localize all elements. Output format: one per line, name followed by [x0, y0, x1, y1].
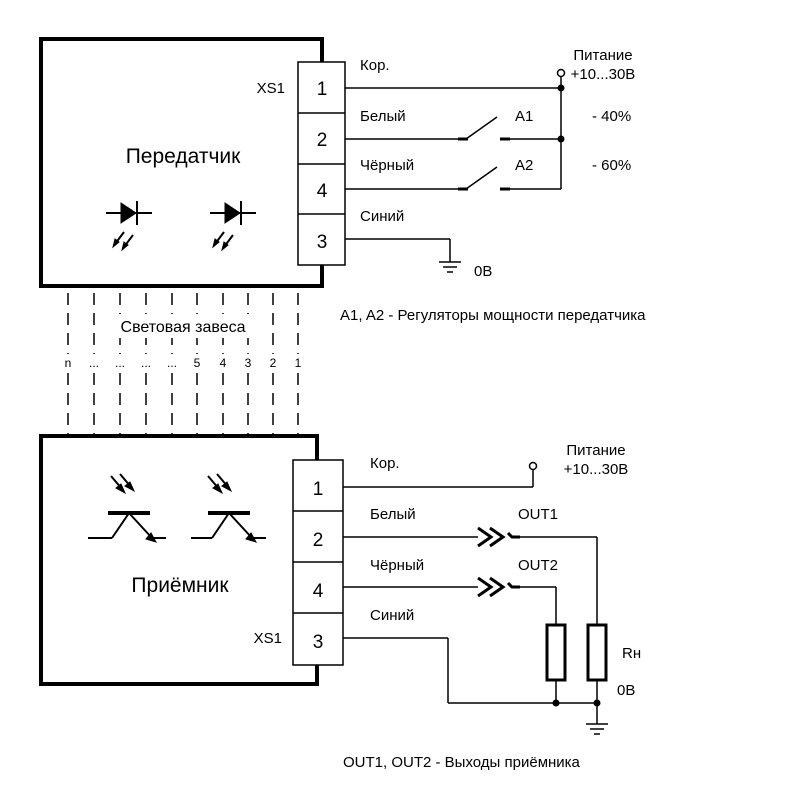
beam-label: 2 — [270, 356, 277, 370]
beam-label: ... — [89, 356, 99, 370]
transmitter-title: Передатчик — [126, 145, 241, 168]
receiver-note: OUT1, OUT2 - Выходы приёмника — [343, 754, 581, 771]
receiver-wiring — [343, 470, 608, 735]
led-icon — [106, 201, 152, 252]
receiver-wire-label-3: Синий — [370, 607, 414, 624]
receiver-wire-label-2: Белый — [370, 506, 416, 523]
transmitter-power-voltage: +10...30В — [571, 66, 636, 83]
light-curtain: Световая завеса n ... ... ... ... 5 4 3 … — [60, 293, 306, 434]
load-resistor-label: Rн — [622, 645, 641, 662]
load-resistor-icon — [545, 623, 567, 682]
switch-label-a2: A2 — [515, 157, 533, 174]
switch-label-a1: A1 — [515, 108, 533, 125]
beam-label: 1 — [295, 356, 302, 370]
junction-dot — [557, 135, 565, 143]
phototransistor-icon — [88, 473, 166, 543]
receiver-wire-label-1: Кор. — [370, 455, 400, 472]
receiver-pin-1: 1 — [313, 479, 324, 500]
beam-label: ... — [115, 356, 125, 370]
transmitter-pin-3: 3 — [317, 232, 328, 253]
receiver-pin-4: 4 — [313, 581, 324, 602]
output-label-out2: OUT2 — [518, 557, 558, 574]
junction-dot — [552, 699, 560, 707]
receiver-wire-label-4: Чёрный — [370, 557, 424, 574]
receiver-pin-3: 3 — [313, 632, 324, 653]
power-terminal-icon — [556, 68, 566, 78]
load-resistor-icon — [586, 623, 608, 682]
junction-dot — [557, 84, 565, 92]
transmitter-pin-4: 4 — [317, 181, 328, 202]
curtain-label-background — [96, 314, 270, 338]
receiver-power-voltage: +10...30В — [564, 461, 629, 478]
receiver-ground-label: 0В — [617, 682, 635, 699]
power-level-40: - 40% — [592, 108, 631, 125]
beam-label: n — [65, 356, 72, 370]
receiver-connector-label: XS1 — [254, 630, 282, 647]
curtain-label: Световая завеса — [121, 319, 246, 336]
transmitter-wire-label-3: Синий — [360, 208, 404, 225]
transmitter-connector-label: XS1 — [257, 80, 285, 97]
phototransistor-icon — [191, 473, 266, 543]
receiver-pin-2: 2 — [313, 530, 324, 551]
receiver-block: Приёмник XS1 — [39, 434, 641, 771]
transmitter-wire-label-1: Кор. — [360, 57, 390, 74]
transmitter-connector: 1 2 4 3 — [297, 61, 346, 266]
beam-label: ... — [141, 356, 151, 370]
output-label-out1: OUT1 — [518, 506, 558, 523]
junction-dot — [593, 699, 601, 707]
transmitter-power-label: Питание — [573, 47, 632, 64]
output-plug-icon — [477, 526, 520, 548]
transmitter-pin-1: 1 — [317, 79, 328, 100]
transmitter-ground-label: 0В — [474, 263, 492, 280]
output-plug-icon — [477, 576, 520, 598]
receiver-power-label: Питание — [566, 442, 625, 459]
led-icon — [210, 201, 256, 252]
beam-label: 3 — [245, 356, 252, 370]
receiver-title: Приёмник — [131, 574, 229, 597]
receiver-connector: 1 2 4 3 — [292, 459, 344, 666]
transmitter-wire-label-4: Чёрный — [360, 157, 414, 174]
transmitter-wiring — [345, 77, 562, 273]
beam-label: ... — [167, 356, 177, 370]
power-terminal-icon — [528, 461, 538, 471]
transmitter-note: A1, A2 - Регуляторы мощности передатчика — [340, 307, 646, 324]
beam-label: 5 — [194, 356, 201, 370]
transmitter-block: Передатчик XS1 1 2 4 3 — [39, 37, 646, 324]
transmitter-wire-label-2: Белый — [360, 108, 406, 125]
beam-numbers: n ... ... ... ... 5 4 3 2 1 — [60, 354, 306, 370]
power-level-60: - 60% — [592, 157, 631, 174]
beam-label: 4 — [220, 356, 227, 370]
switch-contacts — [458, 137, 510, 191]
transmitter-pin-2: 2 — [317, 130, 328, 151]
